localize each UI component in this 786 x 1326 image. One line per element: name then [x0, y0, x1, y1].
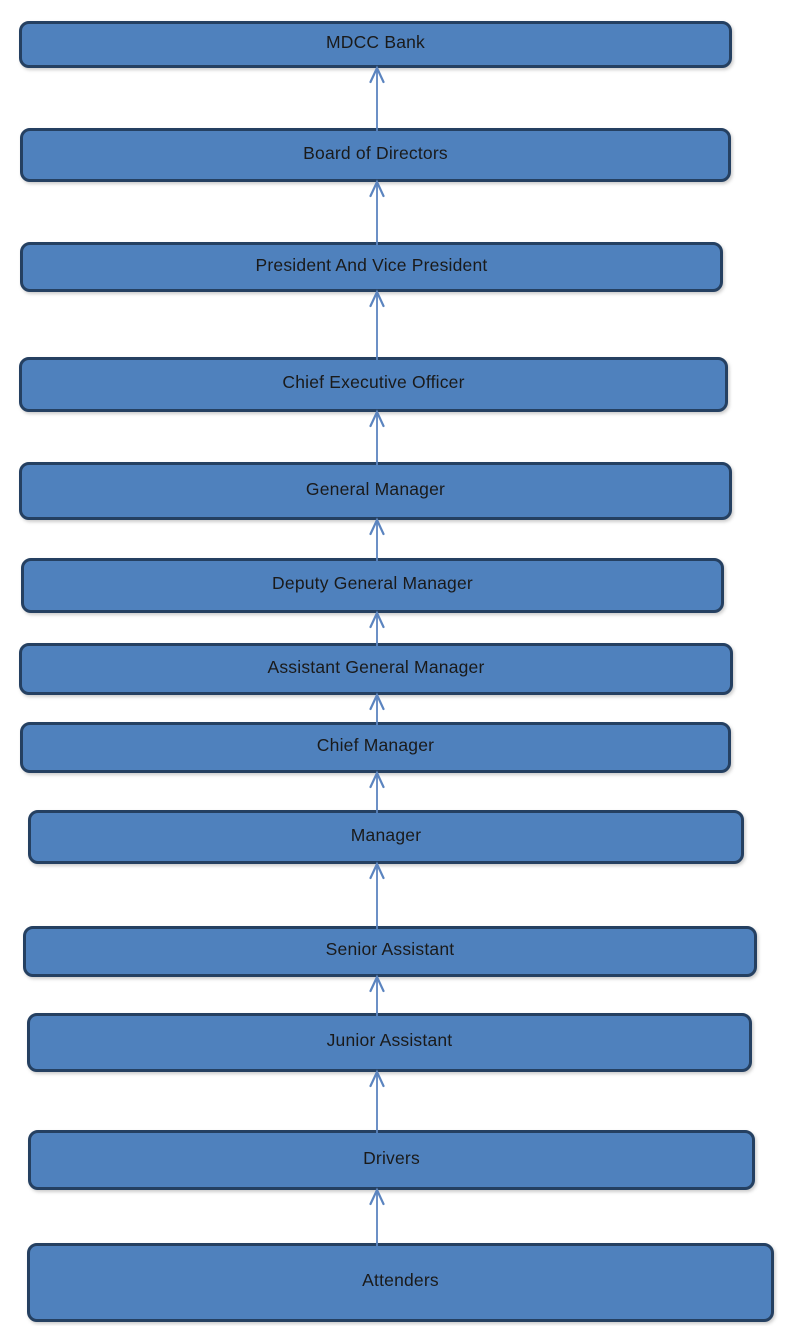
org-node-label: Board of Directors — [303, 142, 448, 163]
org-node-board-of-directors: Board of Directors — [20, 128, 731, 182]
org-node-label: MDCC Bank — [325, 32, 426, 52]
org-node-manager: Manager — [28, 810, 744, 864]
arrow-assistant-general-manager-to-deputy-general-manager — [369, 610, 385, 646]
org-node-president-and-vice-president: President And Vice President — [20, 242, 723, 292]
org-node-label: Manager — [350, 824, 422, 845]
org-node-label: Attenders — [362, 1270, 439, 1290]
org-node-drivers: Drivers — [28, 1130, 755, 1190]
org-node-label: Junior Assistant — [326, 1030, 453, 1050]
org-node-label: Chief Executive Officer — [282, 372, 465, 392]
arrow-chief-executive-officer-to-president-and-vice-president — [369, 289, 385, 360]
arrow-general-manager-to-chief-executive-officer — [369, 409, 385, 465]
arrow-president-and-vice-president-to-board-of-directors — [369, 179, 385, 245]
org-node-label: Assistant General Manager — [267, 656, 485, 677]
arrow-manager-to-chief-manager — [369, 770, 385, 813]
org-node-junior-assistant: Junior Assistant — [27, 1013, 752, 1072]
arrow-chief-manager-to-assistant-general-manager — [369, 692, 385, 725]
arrow-board-of-directors-to-mdcc-bank — [369, 65, 385, 131]
org-node-label: General Manager — [305, 478, 446, 499]
org-node-chief-manager: Chief Manager — [20, 722, 731, 773]
org-node-deputy-general-manager: Deputy General Manager — [21, 558, 724, 613]
org-node-label: President And Vice President — [255, 254, 488, 275]
org-node-assistant-general-manager: Assistant General Manager — [19, 643, 733, 695]
org-node-label: Chief Manager — [316, 735, 435, 755]
org-node-chief-executive-officer: Chief Executive Officer — [19, 357, 728, 412]
arrow-senior-assistant-to-manager — [369, 861, 385, 929]
arrow-junior-assistant-to-senior-assistant — [369, 974, 385, 1016]
arrow-drivers-to-junior-assistant — [369, 1069, 385, 1133]
org-node-senior-assistant: Senior Assistant — [23, 926, 757, 977]
org-node-general-manager: General Manager — [19, 462, 732, 520]
org-node-attenders: Attenders — [27, 1243, 774, 1322]
org-node-mdcc-bank: MDCC Bank — [19, 21, 732, 68]
org-node-label: Deputy General Manager — [272, 573, 473, 593]
arrow-deputy-general-manager-to-general-manager — [369, 517, 385, 561]
org-node-label: Drivers — [363, 1147, 420, 1168]
org-node-label: Senior Assistant — [325, 939, 455, 959]
arrow-attenders-to-drivers — [369, 1187, 385, 1246]
